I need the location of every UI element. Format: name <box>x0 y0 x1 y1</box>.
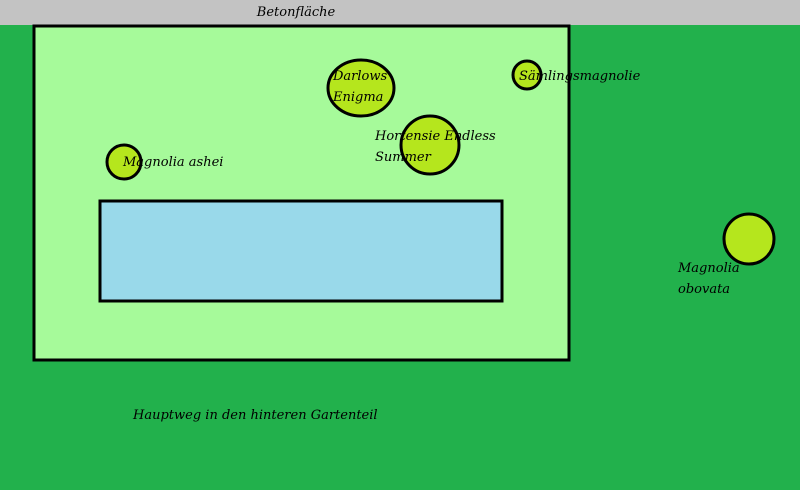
plant-saemlingsmagnolie: Sämlingsmagnolie <box>511 59 641 91</box>
lawn-bed <box>32 24 571 362</box>
plant-label-line: Sämlingsmagnolie <box>519 69 641 84</box>
main-path-label: Hauptweg in den hinteren Gartenteil <box>132 408 378 423</box>
plant-marker <box>105 143 143 181</box>
plant-marker <box>722 212 776 266</box>
plant-label-line: Magnolia <box>677 261 740 276</box>
plant-marker <box>511 59 543 91</box>
pond <box>98 199 504 303</box>
concrete-area-label: Betonfläche <box>256 5 336 20</box>
plant-marker <box>399 114 461 176</box>
plant-magnolia-obovata: Magnolia obovata <box>677 212 776 297</box>
plant-label-line: Enigma <box>332 90 383 105</box>
plant-darlows-enigma: Darlows Enigma <box>326 58 396 118</box>
plant-magnolia-ashei: Magnolia ashei <box>105 143 223 181</box>
plant-label-line: Darlows <box>332 69 387 84</box>
plant-marker <box>326 58 396 118</box>
plant-label-line: obovata <box>678 282 730 297</box>
concrete-area <box>0 0 800 25</box>
plant-label-line: Summer <box>375 150 432 165</box>
plant-label-line: Magnolia ashei <box>122 155 223 170</box>
plant-label-line: Hortensie Endless <box>374 129 496 144</box>
plant-hortensie-endless-summer: Hortensie Endless Summer <box>374 114 496 176</box>
